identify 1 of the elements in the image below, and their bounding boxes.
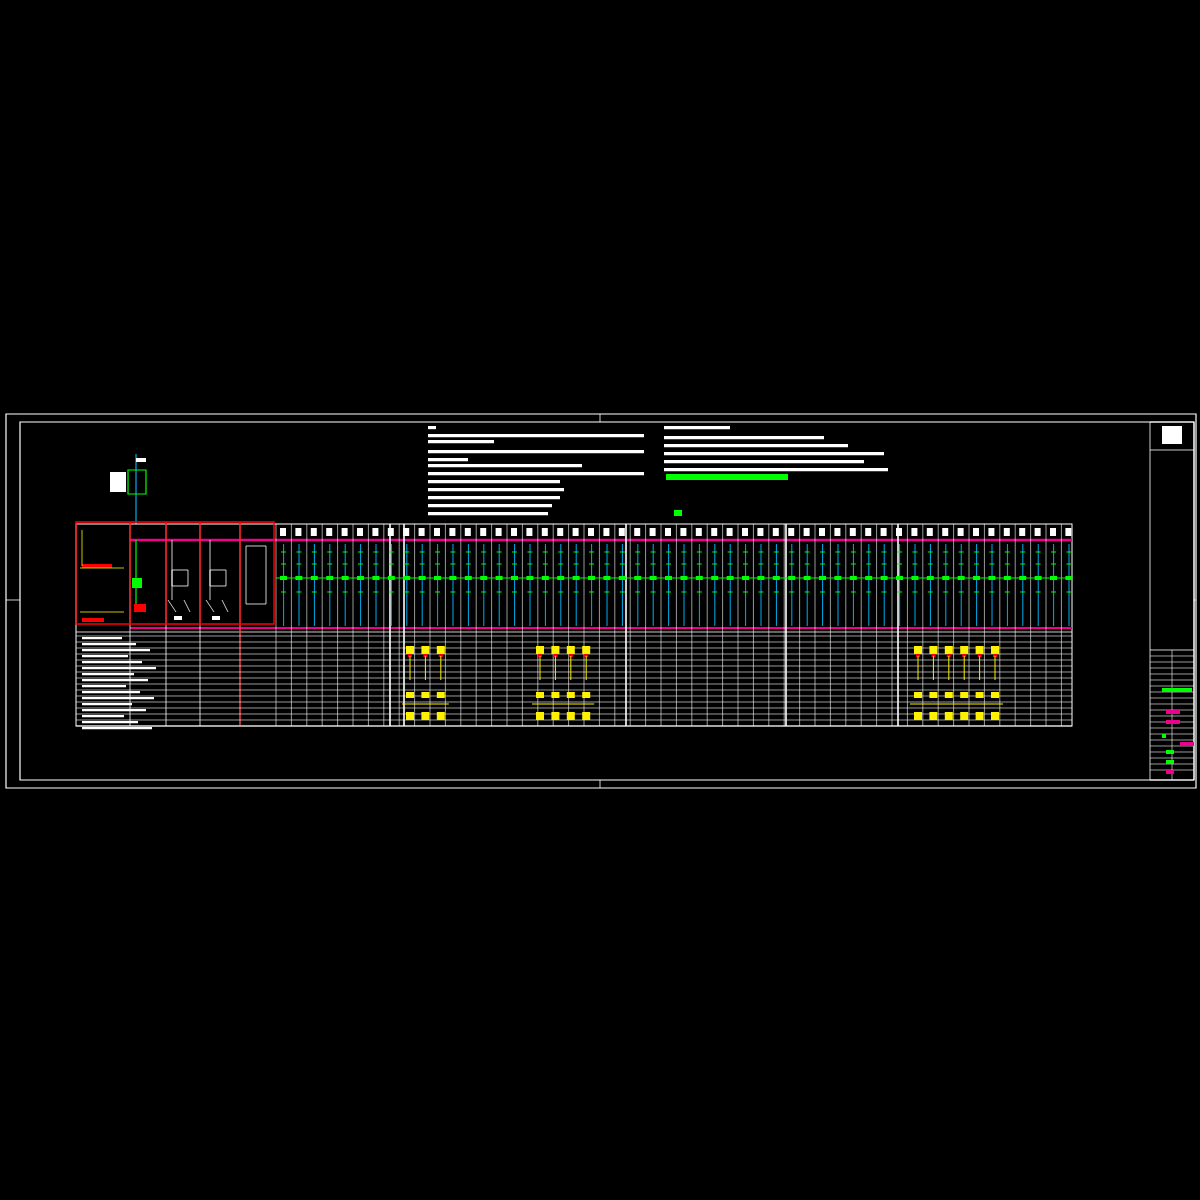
switchgear-schematic-drawing [5,413,1197,789]
